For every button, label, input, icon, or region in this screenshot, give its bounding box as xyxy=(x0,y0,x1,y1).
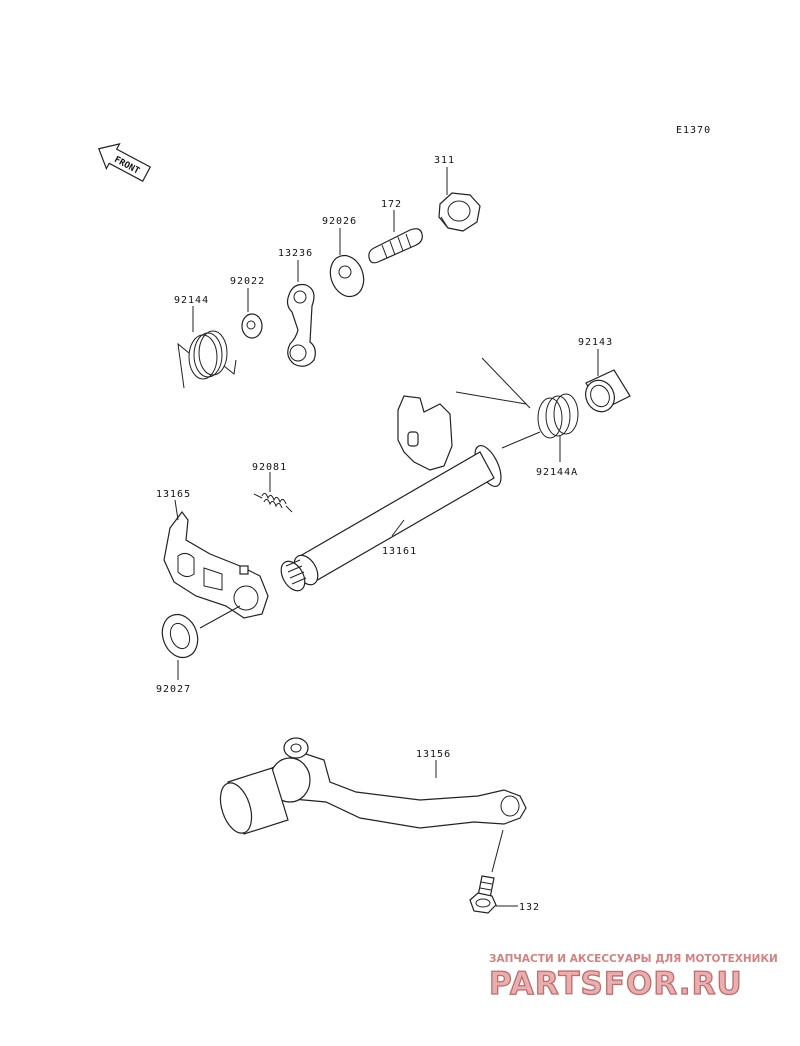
label-13161: 13161 xyxy=(382,546,417,557)
label-92144A: 92144A xyxy=(536,467,578,478)
label-92027: 92027 xyxy=(156,684,191,695)
label-172: 172 xyxy=(381,199,402,210)
seal-92027 xyxy=(161,613,199,659)
label-92026: 92026 xyxy=(322,216,357,227)
bolt-132 xyxy=(469,829,504,914)
front-arrow-icon: FRONT xyxy=(98,142,152,182)
pedal-13156 xyxy=(219,737,527,835)
plate-13165 xyxy=(163,511,269,619)
spring-92144A xyxy=(455,357,579,439)
collar-92143 xyxy=(585,369,631,413)
spring-92081 xyxy=(253,492,293,513)
label-92143: 92143 xyxy=(578,337,613,348)
label-13165: 13165 xyxy=(156,489,191,500)
label-92022: 92022 xyxy=(230,276,265,287)
label-13236: 13236 xyxy=(278,248,313,259)
watermark-tagline: ЗАПЧАСТИ И АКСЕССУАРЫ ДЛЯ МОТОТЕХНИКИ xyxy=(489,953,778,965)
diagram-code: E1370 xyxy=(676,125,711,136)
shaft-13161 xyxy=(280,395,502,592)
label-92081: 92081 xyxy=(252,462,287,473)
spring-92144 xyxy=(177,330,237,389)
washer-92026 xyxy=(329,254,365,298)
label-132: 132 xyxy=(519,902,540,913)
label-13156: 13156 xyxy=(416,749,451,760)
pin-172 xyxy=(368,228,423,264)
label-311: 311 xyxy=(434,155,455,166)
nut-311 xyxy=(438,192,481,232)
lever-13236 xyxy=(286,283,316,367)
washer-92022 xyxy=(241,313,263,339)
label-92144: 92144 xyxy=(174,295,209,306)
watermark-logo: PARTSFOR.RU xyxy=(489,966,743,1002)
